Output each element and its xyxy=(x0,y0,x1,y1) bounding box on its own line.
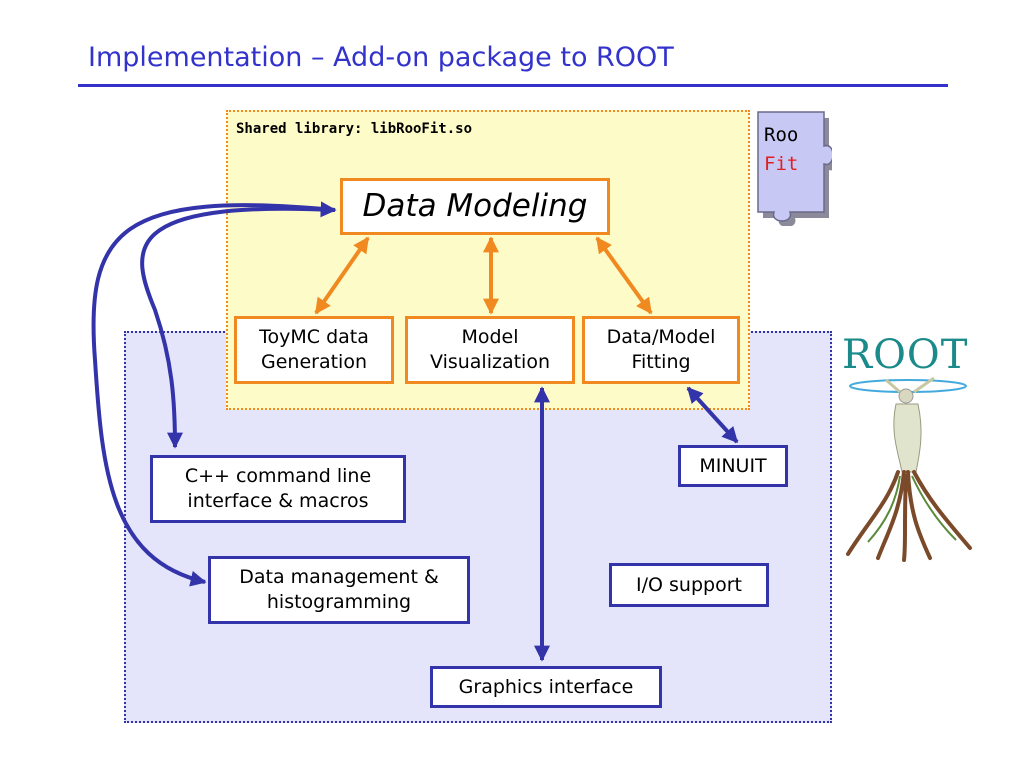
arrow-modeling-cpp xyxy=(140,201,337,449)
cpp-command-line-box: C++ command line interface & macros xyxy=(150,455,406,523)
arrow-modeling-fitting xyxy=(595,236,653,315)
arrow-fitting-minuit xyxy=(686,386,739,444)
cpp-line2: interface & macros xyxy=(187,490,369,512)
visualization-line1: Model xyxy=(461,326,519,348)
toymc-line1: ToyMC data xyxy=(259,326,369,348)
fitting-line2: Fitting xyxy=(631,351,691,373)
shared-library-label: Shared library: libRooFit.so xyxy=(236,121,473,137)
root-mascot-icon xyxy=(846,376,972,562)
graphics-interface-box: Graphics interface xyxy=(430,666,662,708)
roofit-puzzle-icon xyxy=(757,111,832,226)
datamgmt-line2: histogramming xyxy=(266,591,412,613)
data-management-box: Data management & histogramming xyxy=(208,556,470,624)
datamgmt-line1: Data management & xyxy=(239,566,439,588)
roofit-logo-fit: Fit xyxy=(764,153,799,175)
slide-title: Implementation – Add-on package to ROOT xyxy=(88,42,674,73)
root-logo-text: ROOT xyxy=(842,332,969,378)
minuit-box: MINUIT xyxy=(678,445,788,487)
io-support-box: I/O support xyxy=(609,563,769,607)
data-modeling-box: Data Modeling xyxy=(340,178,610,235)
arrow-modeling-toymc xyxy=(314,236,370,315)
fitting-line1: Data/Model xyxy=(606,326,716,348)
title-underline xyxy=(78,84,948,87)
roofit-logo-roo: Roo xyxy=(764,124,799,146)
cpp-line1: C++ command line xyxy=(184,465,372,487)
arrow-modeling-datamgmt xyxy=(91,203,336,587)
visualization-line2: Visualization xyxy=(429,351,550,373)
toymc-line2: Generation xyxy=(261,351,367,373)
